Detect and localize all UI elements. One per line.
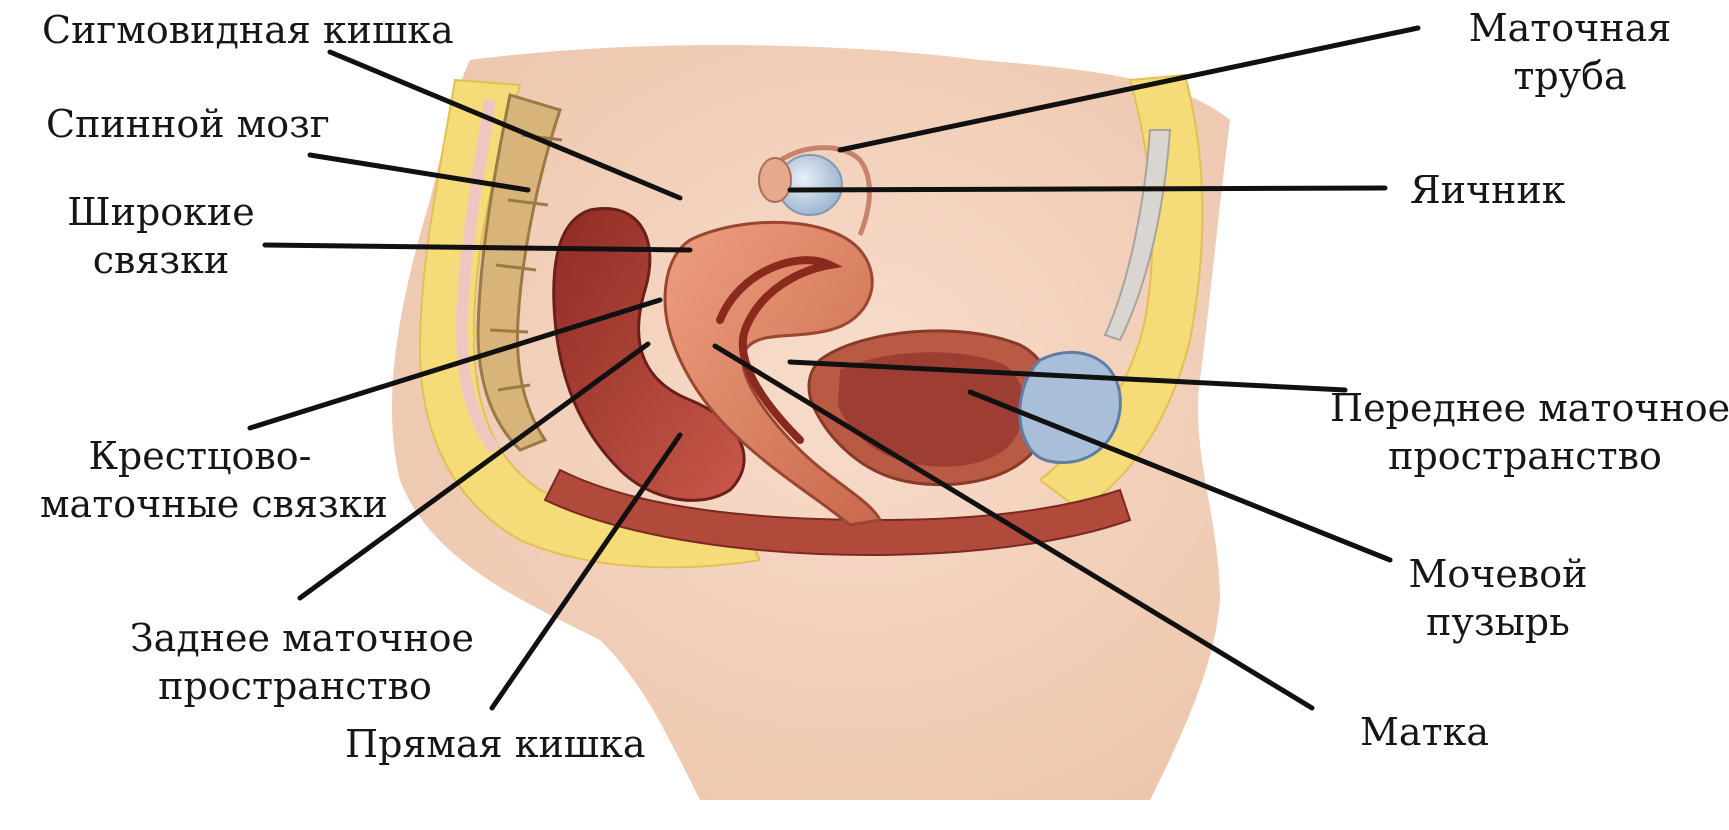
label-ovary: Яичник (1410, 166, 1566, 214)
label-uterus: Матка (1360, 708, 1489, 756)
label-broad-ligaments: Широкие связки (66, 188, 256, 284)
label-posterior-uterine-space: Заднее маточное пространство (130, 614, 460, 710)
label-sigmoid-colon: Сигмовидная кишка (42, 6, 454, 54)
label-bladder: Мочевой пузырь (1398, 550, 1598, 646)
label-anterior-uterine-space: Переднее маточное пространство (1330, 384, 1720, 480)
label-spinal-cord: Спинной мозг (46, 100, 330, 148)
label-sacro-uterine-ligaments: Крестцово- маточные связки (40, 432, 360, 528)
leader-ovary (790, 188, 1385, 190)
fimbria (759, 158, 791, 202)
label-fallopian-tube: Маточная труба (1460, 4, 1680, 100)
label-rectum: Прямая кишка (345, 720, 646, 768)
